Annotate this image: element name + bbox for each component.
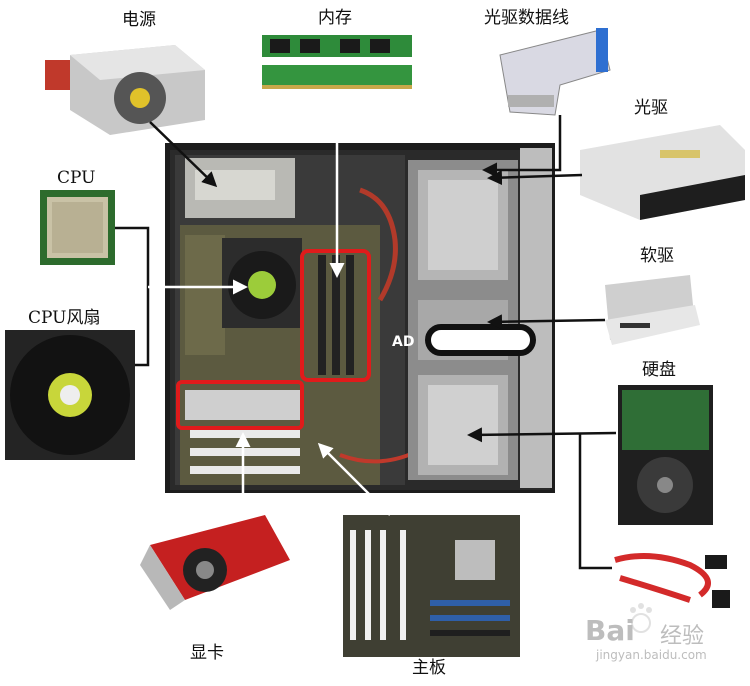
label-cpu: CPU [57,168,96,188]
label-cpu-fan: CPU风扇 [28,308,101,328]
sata-cable-line [578,433,612,570]
cpu-fan-image [5,330,135,460]
label-memory: 内存 [318,8,352,28]
computer-case [165,143,555,493]
label-hard-disk: 硬盘 [642,360,676,380]
motherboard-arrow [317,442,391,516]
power-supply-image [45,45,205,135]
memory-image [262,35,412,89]
graphics-card-image [140,515,290,610]
watermark-brand: Bai [585,614,635,647]
motherboard-image [343,515,520,657]
label-floppy: 软驱 [640,246,674,266]
memory-highlight-box [300,249,371,382]
baidu-paw-logo [630,603,652,633]
floppy-drive-image [605,275,700,345]
optical-cable-arrow [482,115,562,178]
cpu-image [40,190,115,265]
pci-slot-highlight-box [176,380,304,430]
optical-drive-image [580,125,745,220]
floppy-arrow [487,314,606,330]
hard-disk-image [618,385,713,525]
sata-cable-image [614,553,730,608]
watermark-url: jingyan.baidu.com [596,648,707,662]
optical-cable-image [499,28,611,116]
hard-disk-arrow [467,427,617,443]
optical-drive-arrow [487,170,583,186]
label-optical-drive: 光驱 [634,98,668,118]
watermark-brand-cn: 经验 [660,624,705,649]
case-ad-text: AD [392,334,414,350]
cpu-bracket-line [115,226,150,367]
label-motherboard: 主板 [412,658,446,678]
label-graphics-card: 显卡 [190,643,224,663]
label-power-supply: 电源 [122,10,156,30]
label-optical-cable: 光驱数据线 [484,8,569,28]
power-supply-arrow [149,121,218,188]
